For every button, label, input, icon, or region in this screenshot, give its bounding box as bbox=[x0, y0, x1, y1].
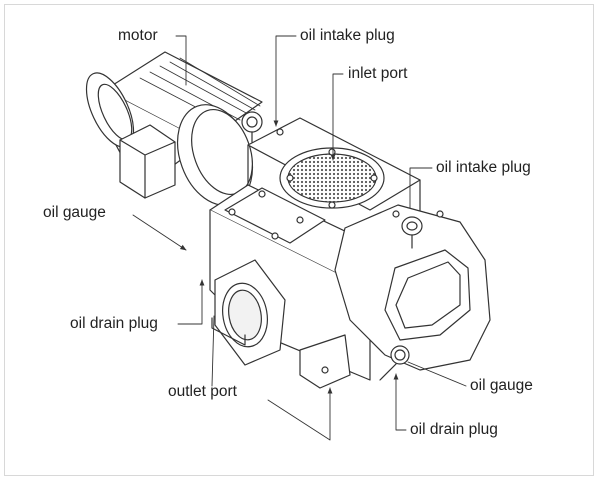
leader-oil-gauge-right bbox=[407, 361, 467, 387]
leader-oil-drain-left bbox=[177, 279, 205, 325]
label-oil-drain-plug-left: oil drain plug bbox=[70, 315, 158, 332]
motor-body bbox=[85, 51, 263, 206]
leader-outlet-port-bottom bbox=[267, 387, 333, 441]
gear-cover bbox=[334, 204, 491, 371]
diagram-frame bbox=[4, 4, 594, 476]
leader-motor bbox=[175, 35, 187, 86]
inlet-port-flange bbox=[279, 147, 385, 209]
leader-outlet-port bbox=[211, 315, 215, 387]
eye-bolt-left bbox=[241, 111, 263, 143]
label-oil-gauge-left: oil gauge bbox=[43, 204, 106, 221]
label-oil-gauge-right: oil gauge bbox=[470, 377, 533, 394]
leader-oil-intake-right bbox=[409, 167, 433, 209]
label-motor: motor bbox=[118, 27, 158, 44]
leader-inlet-port bbox=[330, 73, 344, 161]
label-inlet-port: inlet port bbox=[348, 65, 408, 82]
leader-lines bbox=[132, 35, 467, 441]
leader-oil-drain-right bbox=[393, 373, 407, 431]
leader-oil-gauge-left bbox=[132, 214, 187, 251]
oil-gauge-right-part bbox=[390, 345, 410, 365]
mounting-feet bbox=[211, 317, 351, 389]
leader-oil-intake-top bbox=[273, 35, 297, 127]
label-oil-drain-plug-right: oil drain plug bbox=[410, 421, 498, 438]
label-oil-intake-plug-right: oil intake plug bbox=[436, 159, 531, 176]
label-outlet-port: outlet port bbox=[168, 383, 237, 400]
label-oil-intake-plug-top: oil intake plug bbox=[300, 27, 395, 44]
